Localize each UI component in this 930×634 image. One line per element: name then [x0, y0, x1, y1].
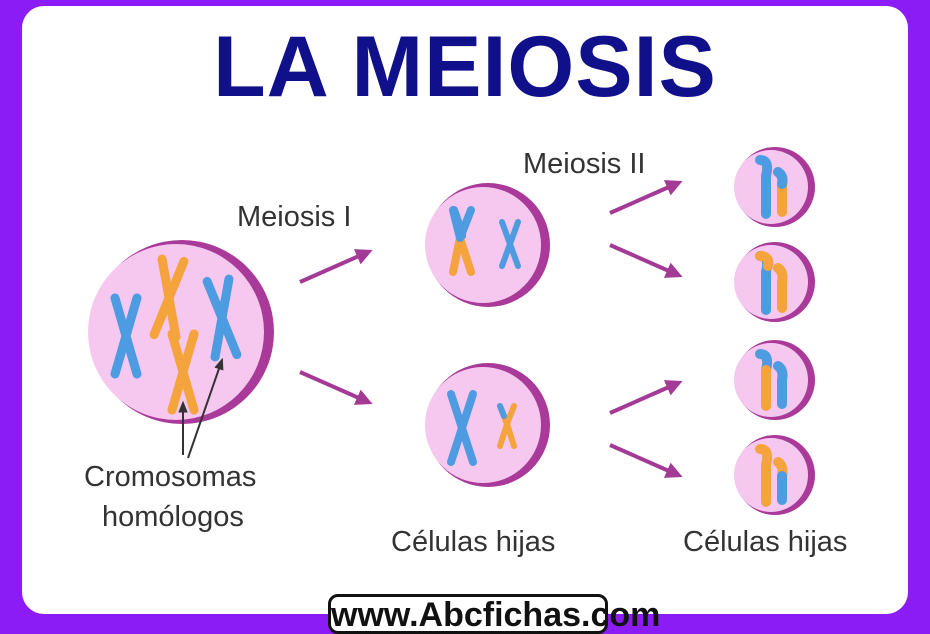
website-footer: www.Abcfichas.com — [328, 594, 660, 634]
daughter-cell-top — [425, 183, 550, 307]
homologous-pointer-arrows — [178, 357, 224, 459]
meiosis-1-label: Meiosis I — [237, 201, 352, 233]
homologous-label-line1: Cromosomas — [84, 461, 257, 493]
final-cell-2 — [734, 242, 815, 322]
daughter-cells-label-1: Células hijas — [391, 526, 556, 558]
final-cell-3 — [734, 340, 815, 420]
meiosis-diagram — [88, 147, 815, 515]
diagram-card: LA MEIOSIS — [22, 6, 908, 614]
daughter-cell-bottom — [425, 363, 550, 487]
meiosis-2-arrows — [609, 180, 683, 478]
final-cell-1 — [734, 147, 815, 227]
homologous-label-line2: homólogos — [102, 501, 244, 533]
page-title: LA MEIOSIS — [213, 19, 717, 115]
final-cell-4 — [734, 435, 815, 515]
meiosis-1-arrows — [299, 249, 373, 405]
daughter-cells-label-2: Células hijas — [683, 526, 848, 558]
meiosis-2-label: Meiosis II — [523, 148, 646, 180]
